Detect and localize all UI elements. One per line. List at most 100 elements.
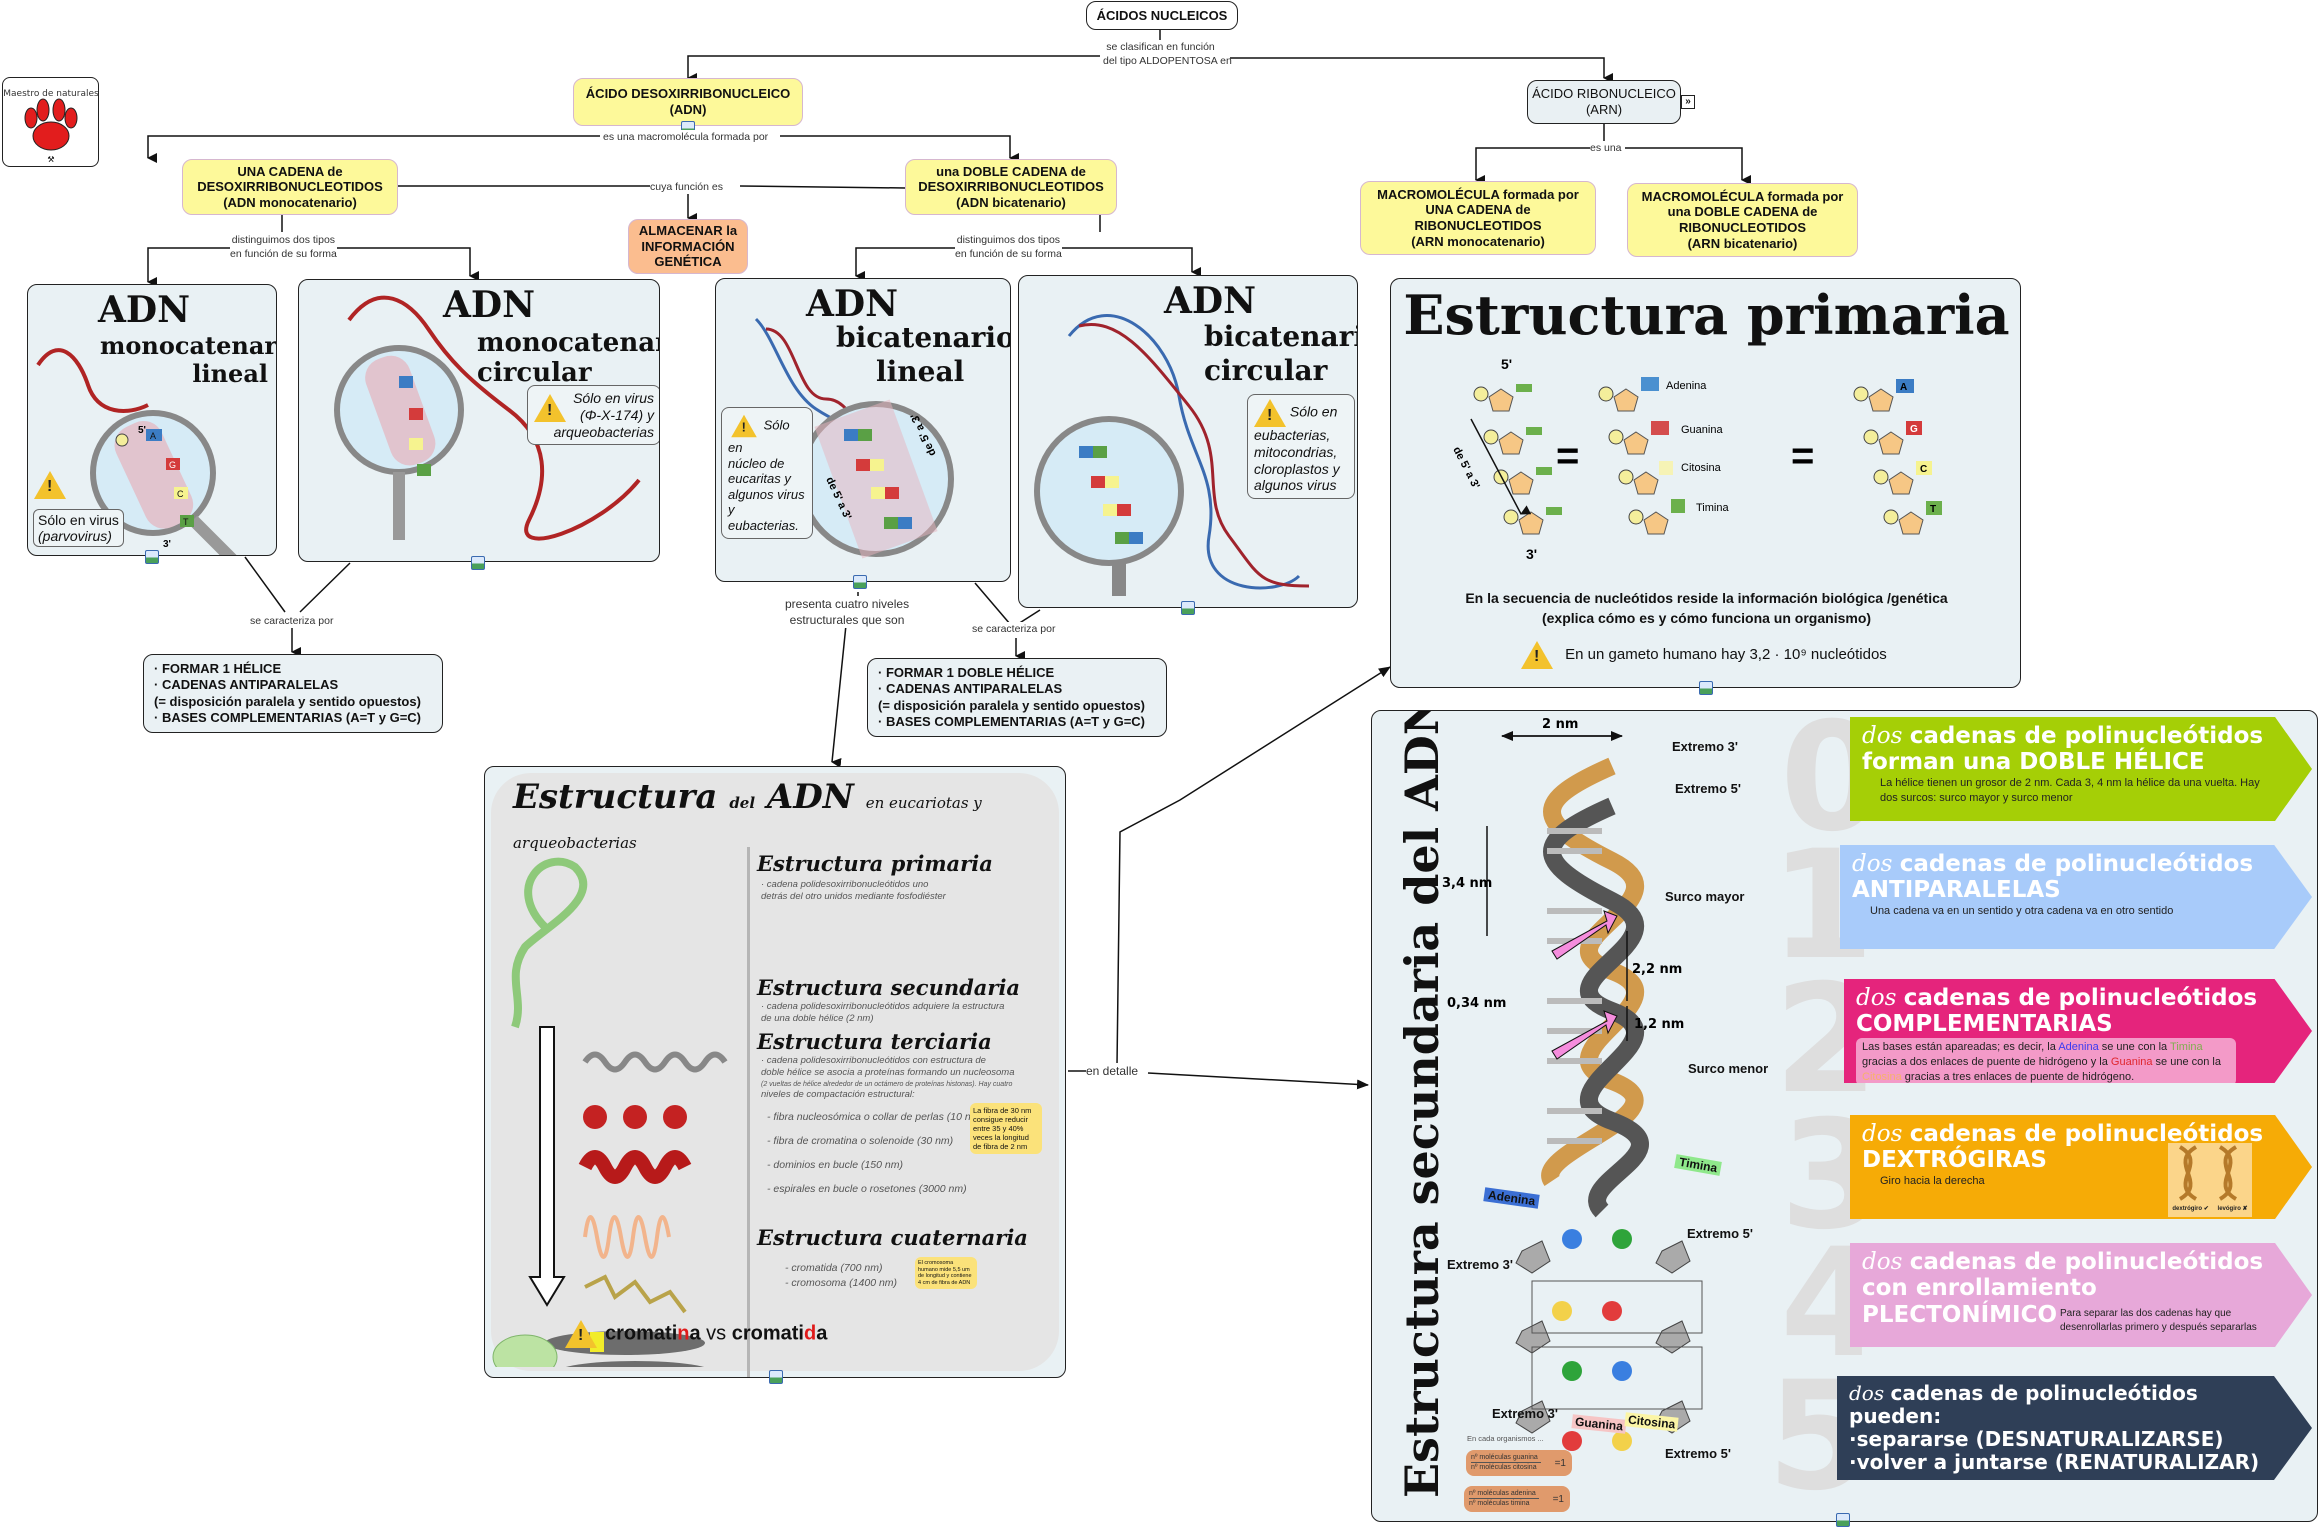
base-a: A: [150, 431, 156, 441]
link-label-macromolecula: es una macromolécula formada por: [603, 130, 769, 145]
link-label-caracteriza-right: se caracteriza por: [972, 622, 1056, 637]
tip-cromosoma: El cromosoma humano mide 5,5 um de longi…: [915, 1257, 977, 1290]
warning-icon: [565, 1320, 597, 1348]
chain-5prime: 5': [1501, 356, 1512, 372]
node-caracteristicas-monocatenario[interactable]: · FORMAR 1 HÉLICE · CADENAS ANTIPARALELA…: [143, 654, 443, 733]
banner-line: ANTIPARALELAS: [1852, 877, 2061, 904]
banner-dos: dos: [1849, 1381, 1891, 1405]
card-estructura-primaria[interactable]: Estructura primaria 5' 3' de 5' a 3' = A…: [1390, 278, 2021, 688]
desc-part: se une con la: [2098, 1040, 2171, 1053]
double-helix-magnifier-illustration: [1034, 314, 1310, 596]
cromatina-vs-cromatida: cromatina vs cromatida: [565, 1320, 827, 1348]
link-label-es-una: es una: [1590, 141, 1622, 156]
level-desc-secundaria: · cadena polidesoxirribonucleótidos adqu…: [761, 1001, 1005, 1025]
base-letter: C: [1920, 464, 1927, 475]
label-levogiro: levógiro ✘: [2217, 1206, 2248, 1212]
card-adn-bicatenario-lineal[interactable]: ADN bicatenario lineal de 5' a 3' de 5' …: [715, 278, 1011, 582]
node-caracteristicas-bicatenario[interactable]: · FORMAR 1 DOBLE HÉLICE · CADENAS ANTIPA…: [867, 658, 1167, 737]
label-extremo-3-top: Extremo 3': [1672, 739, 1738, 754]
banner-head: cadenas de polinucleótidos: [1909, 1121, 2264, 1147]
image-attachment-icon[interactable]: [769, 1370, 783, 1384]
warning-icon: [534, 394, 566, 422]
root-title: ÁCIDOS NUCLEICOS: [1096, 7, 1228, 23]
image-attachment-icon[interactable]: [1181, 601, 1195, 615]
label-extremo-5-bottom: Extremo 5': [1665, 1446, 1731, 1461]
banner-line: con enrollamiento: [1862, 1275, 2097, 1302]
base-g: G: [169, 460, 176, 470]
terciaria-items: - fibra nucleosómica o collar de perlas …: [767, 1111, 983, 1196]
node-doble-cadena[interactable]: una DOBLE CADENA de DESOXIRRIBONUCLEOTID…: [905, 159, 1117, 215]
direction-label: de 5' a 3': [1450, 445, 1482, 491]
image-attachment-icon[interactable]: [1699, 681, 1713, 695]
level-desc-terciaria: · cadena polidesoxirribonucleótidos con …: [761, 1055, 1015, 1100]
banner-head: cadenas de polinucleótidos: [1909, 1249, 2264, 1275]
card-title-line2: monocatenario: [477, 328, 659, 358]
svg-text:⚒: ⚒: [47, 155, 54, 164]
label-extremo-5-mid: Extremo 5': [1687, 1226, 1753, 1241]
note-bubble: Sólo en virus (Φ-X-174) y arqueobacteria…: [527, 385, 659, 446]
base-letter: T: [1930, 504, 1936, 515]
note-bubble: Sólo en eubacterias, mitocondrias, cloro…: [1247, 394, 1355, 500]
image-attachment-icon[interactable]: [1836, 1513, 1850, 1527]
image-attachment-icon[interactable]: [471, 556, 485, 570]
card-estructura-secundaria[interactable]: Estructura secundaria del ADN 2 nm 3,4 n…: [1371, 710, 2318, 1522]
ratio-adenina-timina: nº moléculas adenina nº moléculas timina…: [1464, 1486, 1570, 1512]
banner-description: Una cadena va en un sentido y otra caden…: [1870, 904, 2174, 917]
node-almacenar[interactable]: ALMACENAR la INFORMACIÓN GENÉTICA: [628, 219, 748, 274]
base-c: C: [177, 489, 184, 499]
node-una-cadena[interactable]: UNA CADENA de DESOXIRRIBONUCLEOTIDOS (AD…: [182, 159, 398, 215]
banner-line: ·separarse (DESNATURALIZARSE): [1849, 1427, 2224, 1451]
level-title-secundaria: Estructura secundaria: [757, 975, 1021, 1000]
magnifier-illustration: A G C T 5' 3': [36, 348, 237, 555]
card-adn-monocatenario-lineal[interactable]: ADN monocatenario lineal A G C T 5' 3' S…: [27, 284, 277, 556]
base-name-adenina: Adenina: [1666, 380, 1707, 392]
card-title-line3: lineal: [192, 359, 268, 388]
link-label-classify: se clasifican en función del tipo ALDOPE…: [1103, 40, 1232, 69]
level-title-primaria: Estructura primaria: [757, 851, 993, 876]
dim-rise: 0,34 nm: [1447, 996, 1506, 1011]
named-bases-chain: Adenina Guanina Citosina Timina: [1598, 377, 1729, 535]
card-adn-bicatenario-circular[interactable]: ADN bicatenario circular Sólo en eubacte…: [1018, 275, 1358, 608]
dim-minor: 1,2 nm: [1634, 1017, 1684, 1032]
node-arn[interactable]: ÁCIDO RIBONUCLEICO (ARN): [1527, 80, 1681, 124]
ratio-intro: En cada organismos ...: [1467, 1434, 1544, 1443]
note-bubble: Sólo en núcleo de eucaritas y algunos vi…: [721, 407, 813, 539]
image-attachment-icon[interactable]: [853, 575, 867, 589]
expand-chevron-icon[interactable]: »: [1681, 95, 1695, 109]
card-estructura-del-adn[interactable]: Estructura del ADN en eucariotas y arque…: [484, 766, 1066, 1378]
base-letter: A: [1900, 382, 1907, 393]
label-5prime: 5': [138, 425, 146, 436]
desc-part: se une con la: [2152, 1055, 2221, 1068]
logo-maestro-de-naturales: Maestro de naturales ⚒: [2, 77, 99, 167]
card-title-adn: ADN: [98, 289, 191, 331]
dim-width: 2 nm: [1542, 717, 1578, 732]
node-adn[interactable]: ÁCIDO DESOXIRRIBONUCLEICO (ADN): [573, 78, 803, 126]
logo-text: Maestro de naturales: [3, 89, 99, 99]
node-arn-bicatenario[interactable]: MACROMOLÉCULA formada por una DOBLE CADE…: [1627, 183, 1858, 257]
link-label-caracteriza-left: se caracteriza por: [250, 614, 334, 629]
primaria-title: Estructura primaria: [1403, 283, 2010, 347]
banner-head: cadenas de polinucleótidos: [1899, 851, 2254, 877]
warning-icon: [34, 471, 66, 499]
desc-part: gracias a tres enlaces de puente de hidr…: [1901, 1070, 2135, 1083]
image-attachment-icon[interactable]: [145, 550, 159, 564]
card-title-line3: circular: [477, 358, 592, 388]
dim-turn: 3,4 nm: [1442, 876, 1492, 891]
card-adn-monocatenario-circular[interactable]: ADN monocatenario circular Sólo en virus…: [298, 279, 660, 562]
dextrogiro-levogiro-image: dextrógiro ✔levógiro ✘: [2168, 1143, 2252, 1217]
cuaternaria-items: - cromatida (700 nm) - cromosoma (1400 n…: [785, 1262, 898, 1289]
desc-part: Citosina: [1862, 1070, 1902, 1083]
node-arn-monocatenario[interactable]: MACROMOLÉCULA formada por UNA CADENA de …: [1360, 181, 1596, 255]
card-title-line2: bicatenario: [836, 321, 1011, 354]
banner-dos: dos: [1862, 723, 1910, 749]
root-node-acidos-nucleicos[interactable]: ÁCIDOS NUCLEICOS: [1086, 1, 1238, 30]
